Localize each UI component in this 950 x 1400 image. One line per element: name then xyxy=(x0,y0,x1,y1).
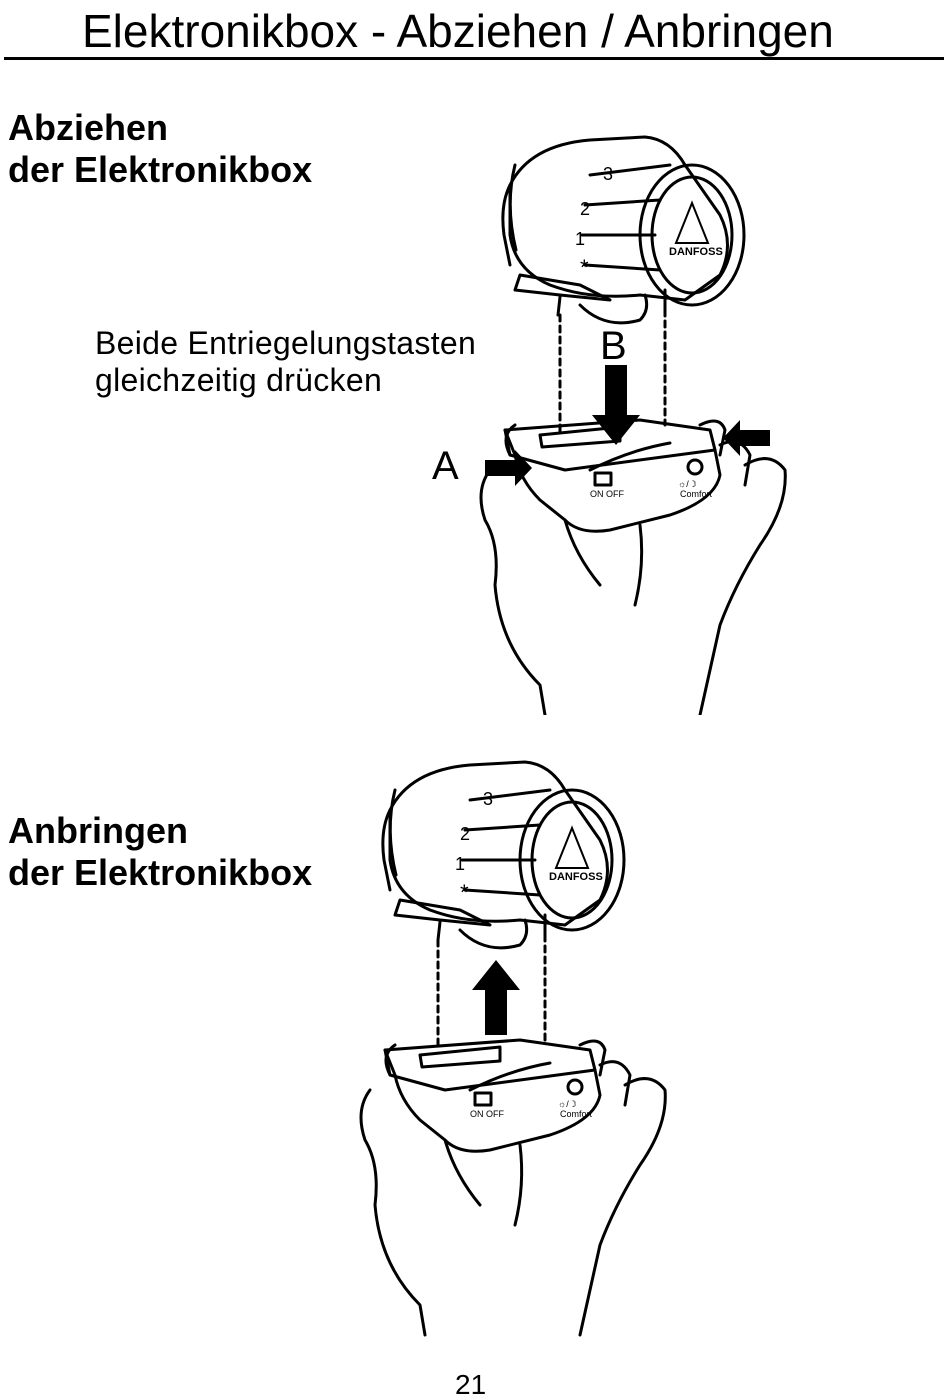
switch-label: ON OFF xyxy=(470,1109,504,1119)
attach-heading: Anbringen der Elektronikbox xyxy=(8,810,312,894)
dial-mark-3: 3 xyxy=(603,164,613,184)
remove-heading-line1: Abziehen xyxy=(8,107,169,148)
page-title: Elektronikbox - Abziehen / Anbringen xyxy=(82,5,834,57)
comfort-symbol: ☼/☽ xyxy=(558,1099,577,1109)
title-rule xyxy=(4,57,944,60)
remove-heading-line2: der Elektronikbox xyxy=(8,149,313,190)
hand-right-side xyxy=(698,457,787,715)
comfort-symbol: ☼/☽ xyxy=(678,479,697,489)
remove-illustration: 3 2 1 * DANFOSS ON OFF ☼/☽ Comfort xyxy=(470,125,810,715)
arrow-up-icon xyxy=(472,960,520,1035)
arrow-down-icon xyxy=(592,365,640,445)
callout-a: A xyxy=(432,444,459,488)
hand-left-side xyxy=(479,468,547,715)
dial-mark-2: 2 xyxy=(460,824,470,844)
remove-heading: Abziehen der Elektronikbox xyxy=(8,107,312,191)
arrow-right-icon xyxy=(485,450,532,486)
comfort-label: Comfort xyxy=(560,1109,593,1119)
dial-mark-2: 2 xyxy=(580,199,590,219)
attach-illustration: 3 2 1 * DANFOSS ON OFF ☼/☽ Comfort xyxy=(350,750,690,1340)
arrow-left-icon xyxy=(723,420,770,456)
comfort-label: Comfort xyxy=(680,489,713,499)
thermostat-body xyxy=(508,135,729,302)
switch-label: ON OFF xyxy=(590,489,624,499)
instruction-line1: Beide Entriegelungstasten xyxy=(95,325,477,361)
dial-mark-1: 1 xyxy=(455,854,465,874)
attach-heading-line1: Anbringen xyxy=(8,810,188,851)
dial-mark-star: * xyxy=(460,880,469,905)
callout-b: B xyxy=(600,324,627,368)
electronics-box xyxy=(503,418,722,533)
dial-face xyxy=(650,175,734,295)
gear-wheel xyxy=(578,293,649,325)
dial-mark-star: * xyxy=(580,255,589,280)
remove-illustration-svg: 3 2 1 * DANFOSS ON OFF ☼/☽ Comfort xyxy=(479,135,787,715)
attach-heading-line2: der Elektronikbox xyxy=(8,852,313,893)
brand-label: DANFOSS xyxy=(669,246,723,258)
danfoss-logo-triangle xyxy=(554,825,590,869)
brand-label: DANFOSS xyxy=(549,871,603,883)
remove-instruction: Beide Entriegelungstasten gleichzeitig d… xyxy=(95,325,476,399)
page-number: 21 xyxy=(455,1369,487,1400)
attach-illustration-svg: 3 2 1 * DANFOSS ON OFF ☼/☽ Comfort xyxy=(359,760,667,1337)
thermostat-bracket xyxy=(513,273,612,302)
instruction-line2: gleichzeitig drücken xyxy=(95,362,383,398)
danfoss-logo-triangle xyxy=(674,200,710,244)
dial-mark-3: 3 xyxy=(483,789,493,809)
dial-mark-1: 1 xyxy=(575,229,585,249)
